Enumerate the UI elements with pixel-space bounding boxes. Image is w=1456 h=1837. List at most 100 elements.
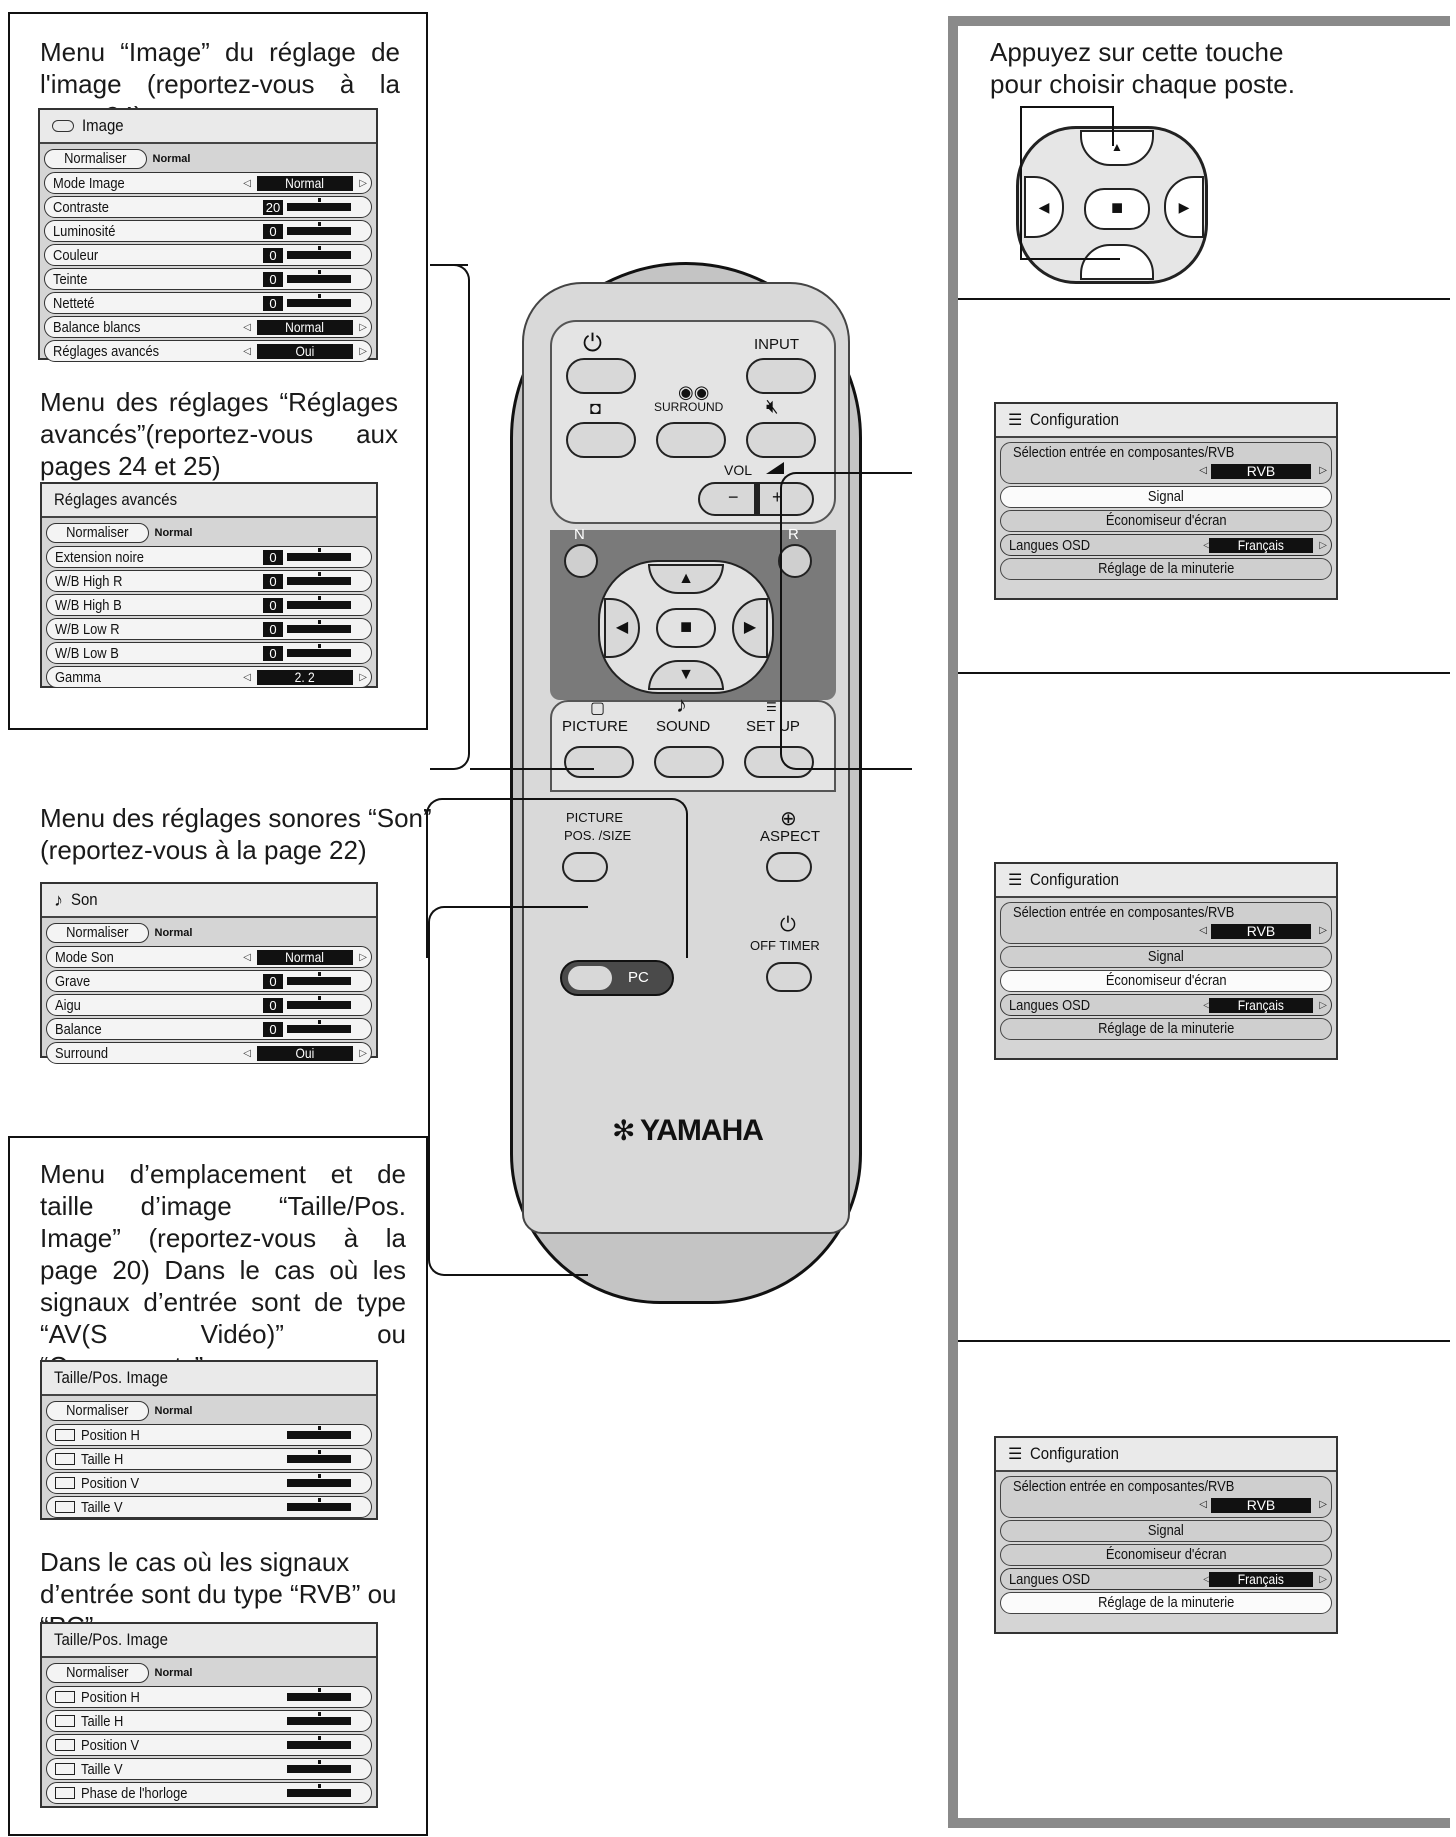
vol-minus[interactable]: − <box>728 487 739 507</box>
input-button[interactable] <box>746 358 816 394</box>
normaliser-label: Normaliser <box>66 924 129 941</box>
menu-row-label: Aigu <box>55 996 81 1014</box>
pos-row[interactable]: Taille H <box>46 1710 372 1732</box>
pos-row[interactable]: Taille V <box>46 1496 372 1518</box>
level-bar <box>287 251 351 259</box>
pos-row[interactable]: Position H <box>46 1686 372 1708</box>
picture-pos-button[interactable] <box>562 852 608 882</box>
eco-row[interactable]: Économiseur d'écran <box>1000 1544 1332 1566</box>
sel-label: Sélection entrée en composantes/RVB <box>1013 444 1235 461</box>
illus-down-key <box>1080 244 1154 280</box>
pos-row[interactable]: Position H <box>46 1424 372 1446</box>
normaliser-label: Normaliser <box>66 1664 129 1681</box>
timer-row[interactable]: Réglage de la minuterie <box>1000 1592 1332 1614</box>
pos-row[interactable]: Position V <box>46 1734 372 1756</box>
r-button[interactable] <box>778 544 812 578</box>
mute-button[interactable] <box>746 422 816 458</box>
pos-row[interactable]: Position V <box>46 1472 372 1494</box>
pos-caption: Menu d’emplacement et de taille d’image … <box>40 1159 406 1381</box>
pos-menu-av-title: Taille/Pos. Image <box>42 1362 376 1396</box>
menu-row-value-text: Normal <box>285 318 325 335</box>
normaliser-button[interactable]: Normaliser <box>46 923 149 943</box>
signal-row[interactable]: Signal <box>1000 486 1332 508</box>
pos-menu-rvb-title: Taille/Pos. Image <box>42 1624 376 1658</box>
lang-row[interactable]: Langues OSD◁Français▷ <box>1000 1568 1332 1590</box>
setup-button[interactable] <box>744 746 814 778</box>
normaliser-button[interactable]: Normaliser <box>46 1663 149 1683</box>
normaliser-button[interactable]: Normaliser <box>44 149 147 169</box>
position-icon <box>55 1787 75 1799</box>
menu-row-value-text: 2. 2 <box>294 668 316 685</box>
level-bar <box>287 1455 351 1463</box>
menu-row[interactable]: Surround◁Oui▷ <box>46 1042 372 1064</box>
menu-row[interactable]: Balance blancs◁Normal▷ <box>44 316 372 338</box>
pos-row-label: Taille H <box>81 1712 124 1730</box>
normal-tag: Normal <box>154 927 193 939</box>
left-arrow-icon: ◁ <box>243 671 251 683</box>
menu-row-value: 2. 2 <box>257 668 353 685</box>
menu-row[interactable]: Mode Son◁Normal▷ <box>46 946 372 968</box>
pos-row[interactable]: Phase de l'horloge <box>46 1782 372 1804</box>
sel-row[interactable]: Sélection entrée en composantes/RVB ◁ RV… <box>1000 1476 1332 1518</box>
dpad-up-button[interactable]: ▲ <box>648 564 724 594</box>
menu-row[interactable]: Gamma◁2. 2▷ <box>46 666 372 688</box>
n-button[interactable] <box>564 544 598 578</box>
connector-setup <box>780 472 912 770</box>
level-bar <box>287 1503 351 1511</box>
level-tick <box>318 596 321 600</box>
off-timer-button[interactable] <box>766 962 812 992</box>
level-tick <box>318 198 321 202</box>
sel-row[interactable]: Sélection entrée en composantes/RVB ◁ RV… <box>1000 902 1332 944</box>
lang-row[interactable]: Langues OSD◁Français▷ <box>1000 534 1332 556</box>
dpad-action-button[interactable]: ■ <box>656 608 716 648</box>
picture-button[interactable] <box>564 746 634 778</box>
sel-value: RVB <box>1211 464 1311 479</box>
eco-row[interactable]: Économiseur d'écran <box>1000 970 1332 992</box>
pc-label: PC <box>628 969 649 986</box>
aspect-button[interactable] <box>766 852 812 882</box>
right-arrow-icon: ▷ <box>359 671 367 683</box>
sound-button[interactable] <box>654 746 724 778</box>
eco-row[interactable]: Économiseur d'écran <box>1000 510 1332 532</box>
timer-row[interactable]: Réglage de la minuterie <box>1000 558 1332 580</box>
signal-row[interactable]: Signal <box>1000 1520 1332 1542</box>
pc-button[interactable]: PC <box>560 960 674 996</box>
timer-row[interactable]: Réglage de la minuterie <box>1000 1018 1332 1040</box>
surround-label: SURROUND <box>654 400 724 414</box>
config-icon: ☰ <box>1008 872 1023 889</box>
menu-row[interactable]: Réglages avancés◁Oui▷ <box>44 340 372 362</box>
vol-plus[interactable]: + <box>772 487 783 507</box>
lang-row[interactable]: Langues OSD◁Français▷ <box>1000 994 1332 1016</box>
level-tick <box>318 1760 321 1764</box>
illus-up-key: ▲ <box>1080 130 1154 166</box>
normaliser-button[interactable]: Normaliser <box>46 523 149 543</box>
signal-row[interactable]: Signal <box>1000 946 1332 968</box>
sel-row[interactable]: Sélection entrée en composantes/RVB ◁ RV… <box>1000 442 1332 484</box>
normaliser-button[interactable]: Normaliser <box>46 1401 149 1421</box>
normaliser-row: Normaliser Normal <box>46 922 372 944</box>
pos-row[interactable]: Taille V <box>46 1758 372 1780</box>
yamaha-logo-icon: ✻ <box>612 1115 636 1146</box>
surround-button[interactable] <box>656 422 726 458</box>
menu-row[interactable]: Mode Image◁Normal▷ <box>44 172 372 194</box>
illus-pointer-top-v <box>1112 106 1114 146</box>
aspect-icon: ⊕ <box>780 808 797 830</box>
level-bar <box>287 275 351 283</box>
pos-row[interactable]: Taille H <box>46 1448 372 1470</box>
display-button[interactable] <box>566 422 636 458</box>
power-button[interactable] <box>566 358 636 394</box>
